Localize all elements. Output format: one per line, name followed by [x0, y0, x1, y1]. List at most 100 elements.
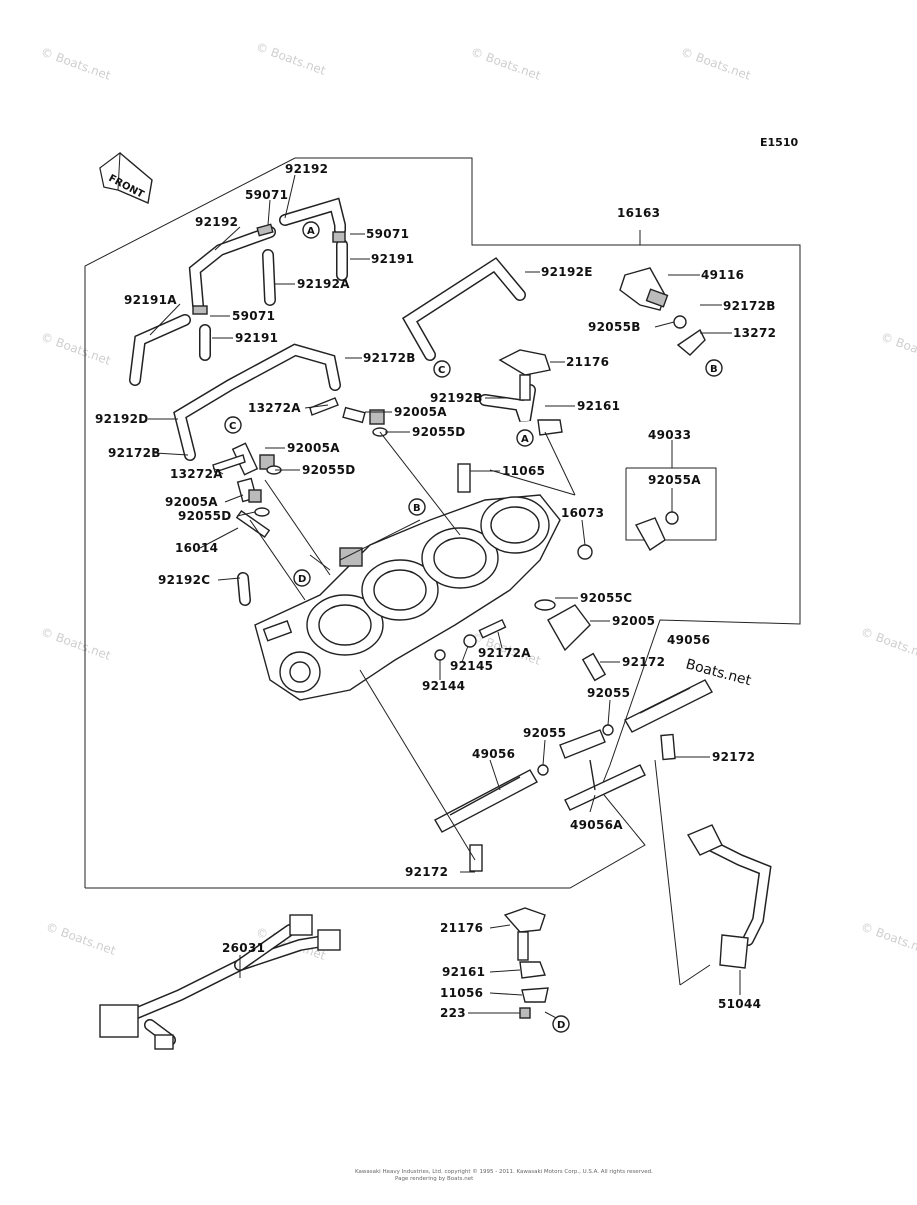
ref-circle [552, 1015, 570, 1033]
part-label: 92192 [285, 162, 328, 176]
sensor-group-bottom [503, 907, 549, 1019]
part-label: 13272A [248, 401, 301, 415]
throttle-body-assembly [254, 494, 561, 701]
part-label: 49056 [472, 747, 515, 761]
watermark: © Boats.net [254, 40, 328, 78]
part-label: 92172 [622, 655, 665, 669]
watermark: © Boats.net [469, 45, 543, 83]
ref-circle [408, 498, 426, 516]
part-label: 92192 [195, 215, 238, 229]
part-label: 92192D [95, 412, 149, 426]
part-label: 92005 [612, 614, 655, 628]
part-label: 92005A [165, 495, 218, 509]
part-label: 92055C [580, 591, 632, 605]
ref-letter: C [229, 421, 236, 432]
part-label: 92192E [541, 265, 593, 279]
part-label: 59071 [232, 309, 275, 323]
part-label: 92055 [587, 686, 630, 700]
part-label: 92192A [297, 277, 350, 291]
sensor-21176-top [498, 349, 563, 436]
part-label: 49056A [570, 818, 623, 832]
overlay-brand-text: Boats.net [684, 656, 753, 689]
part-label: 49056 [667, 633, 710, 647]
part-label: 92172 [405, 865, 448, 879]
watermark: © Boats.net [859, 625, 917, 663]
part-label: 21176 [440, 921, 483, 935]
ref-letter: D [557, 1020, 565, 1031]
part-label: 16073 [561, 506, 604, 520]
watermark: © Boats.net [39, 45, 113, 83]
part-label: 92005A [394, 405, 447, 419]
fuel-hose-51044 [686, 824, 772, 969]
part-label: 92161 [442, 965, 485, 979]
ref-letter: A [521, 434, 529, 445]
watermark: © Boats.net [679, 45, 753, 83]
ref-letter: A [307, 226, 315, 237]
bypass-screws [212, 397, 471, 539]
part-label: 92055D [412, 425, 466, 439]
assembly-outline [84, 157, 801, 889]
ref-circle [433, 360, 451, 378]
part-label: 92055A [648, 473, 701, 487]
part-label: 59071 [366, 227, 409, 241]
part-label: 92055 [523, 726, 566, 740]
ref-letter: C [438, 365, 445, 376]
part-label: 16163 [617, 206, 660, 220]
part-label: 92055D [178, 509, 232, 523]
part-label: 21176 [566, 355, 609, 369]
front-arrow: FRONT [99, 151, 153, 204]
watermark: © Boats.net [879, 330, 917, 368]
part-label: 92172B [723, 299, 776, 313]
part-label: 92145 [450, 659, 493, 673]
part-label: 13272A [170, 467, 223, 481]
ref-circle [224, 416, 242, 434]
fuel-rail-left [434, 769, 538, 872]
part-label: 92191 [371, 252, 414, 266]
vacuum-hoses [129, 197, 536, 606]
footer-line: Kawasaki Heavy Industries, Ltd. copyrigh… [355, 1168, 653, 1175]
ref-circle [705, 359, 723, 377]
part-label: 11056 [440, 986, 483, 1000]
part-label: 49033 [648, 428, 691, 442]
part-label: 92055D [302, 463, 356, 477]
part-label: 16014 [175, 541, 218, 555]
part-label: 92161 [577, 399, 620, 413]
part-label: 92144 [422, 679, 465, 693]
ref-letter: B [710, 364, 718, 375]
part-label: 92172A [478, 646, 531, 660]
sensor-49116 [619, 267, 706, 356]
part-label: 13272 [733, 326, 776, 340]
part-label: 92192C [158, 573, 210, 587]
fuel-rail-right [602, 679, 713, 761]
watermark: © Boats.net [39, 330, 113, 368]
ref-letter: D [298, 574, 306, 585]
part-label: 92172B [363, 351, 416, 365]
part-labels: 16163 92192 59071 92192 59071 92191 9219… [95, 162, 776, 1020]
part-label: 59071 [245, 188, 288, 202]
part-label: 92192B [430, 391, 483, 405]
part-label: 49116 [701, 268, 744, 282]
part-label: 92191 [235, 331, 278, 345]
ref-circle [302, 221, 320, 239]
part-label: 92172B [108, 446, 161, 460]
watermark: © Boats.net [39, 625, 113, 663]
part-label: 92191A [124, 293, 177, 307]
ref-circle [516, 429, 534, 447]
fuel-pipe-49056A [537, 729, 646, 811]
wiring-harness-26031 [99, 914, 341, 1050]
watermark: © Boats.net [859, 920, 917, 958]
footer-line: Page rendering by Boats.net [395, 1176, 474, 1182]
fitting-92005 [434, 599, 607, 682]
watermark: © Boats.net [44, 920, 118, 958]
part-label: 92005A [287, 441, 340, 455]
ref-letter: B [413, 503, 421, 514]
reference-markers: A A B B C C D D [224, 221, 723, 1033]
ref-circle [293, 569, 311, 587]
part-label: 92055B [588, 320, 641, 334]
part-label: 11065 [502, 464, 545, 478]
part-label: 51044 [718, 997, 761, 1011]
diagram-code: E1510 [760, 136, 798, 149]
part-label: 26031 [222, 941, 265, 955]
